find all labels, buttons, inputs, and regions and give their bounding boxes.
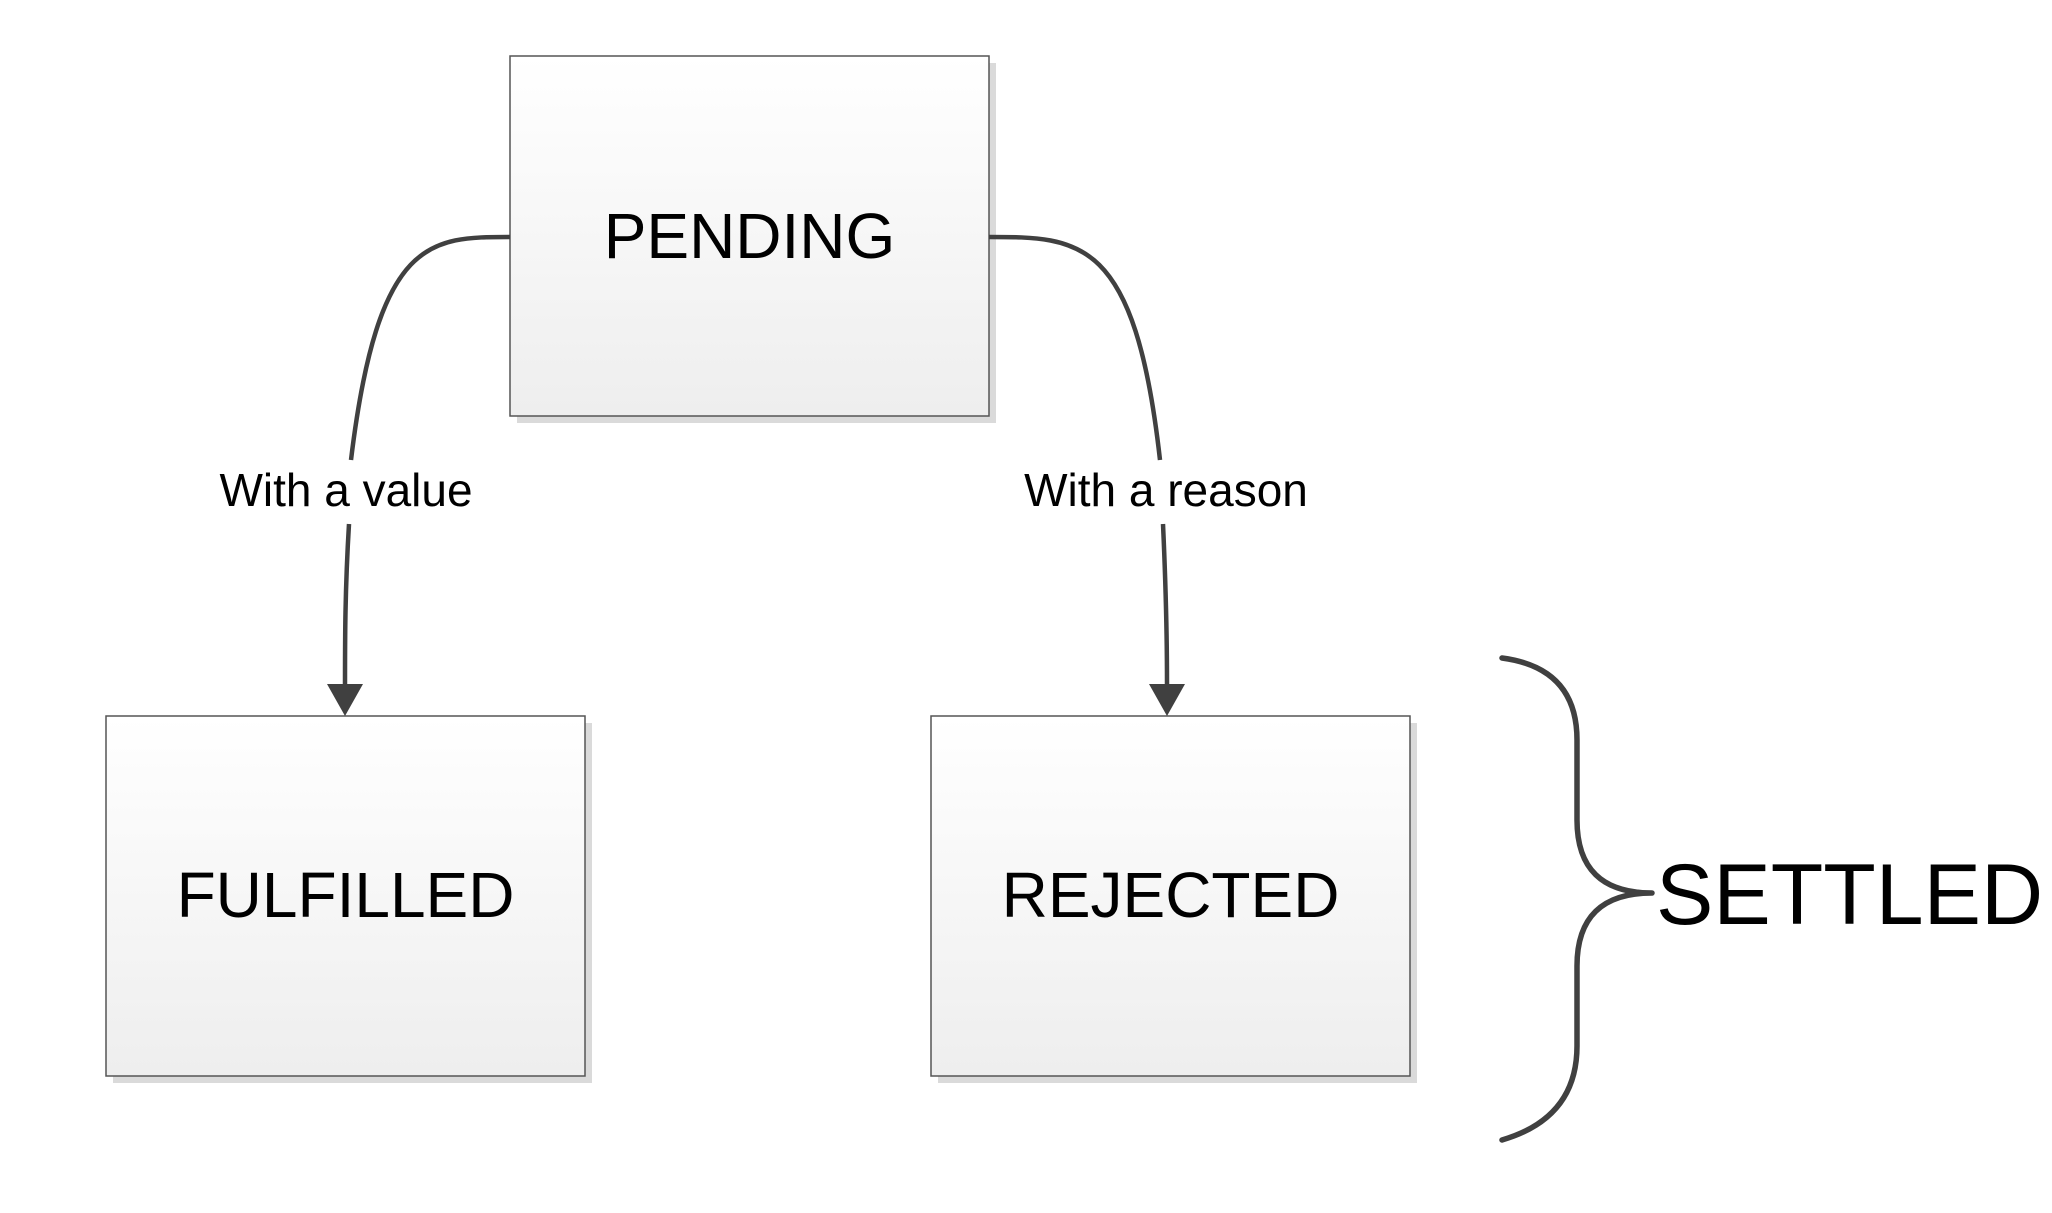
pending-box (509, 55, 990, 417)
fulfill-transition-label: With a value (219, 464, 472, 516)
fulfilled-label: FULFILLED (177, 859, 515, 931)
reject-transition-label: With a reason (1024, 464, 1308, 516)
settled-brace (1499, 655, 1655, 1143)
pending-state: PENDING (509, 55, 996, 423)
fulfill-connector-lower (342, 523, 352, 685)
fulfilled-state: FULFILLED (105, 715, 592, 1083)
transition-reject: With a reason (988, 234, 1308, 716)
reject-connector-lower (1160, 523, 1170, 685)
fulfill-arrowhead (327, 684, 363, 716)
fulfill-connector (348, 234, 511, 461)
fulfilled-box (105, 715, 586, 1077)
rejected-box (930, 715, 1411, 1077)
rejected-label: REJECTED (1002, 859, 1340, 931)
settled-label: SETTLED (1656, 847, 2043, 943)
pending-label: PENDING (604, 200, 896, 272)
rejected-state: REJECTED (930, 715, 1417, 1083)
reject-connector (988, 234, 1163, 461)
settled-group: SETTLED (1499, 655, 2043, 1143)
transition-fulfill: With a value (219, 234, 511, 716)
reject-arrowhead (1149, 684, 1185, 716)
